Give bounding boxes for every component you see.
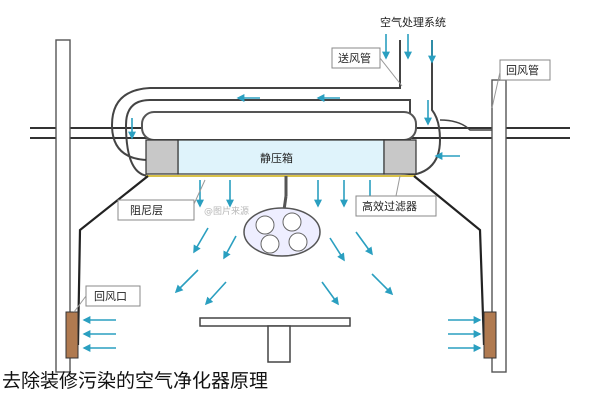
- operating-table: [199, 317, 351, 327]
- label-hepa: 高效过滤器: [362, 199, 417, 213]
- label-damping-box: [117, 199, 195, 221]
- surgical-lamp: [243, 207, 321, 257]
- arrow-low-2: [204, 281, 227, 306]
- arrow-diag-3: [329, 237, 345, 262]
- leader-supply: [379, 57, 403, 87]
- clean-room-enclosure: [76, 175, 486, 346]
- arrow-low-3: [321, 281, 339, 306]
- label-return-vent: 回风口: [94, 290, 127, 303]
- label-return-duct-box: [499, 59, 551, 81]
- arrow-diag-4: [355, 231, 373, 256]
- housing-top: [141, 111, 417, 141]
- label-damping: 阻尼层: [130, 204, 163, 217]
- lamp-bulb-1: [255, 215, 275, 235]
- label-system: 空气处理系统: [380, 15, 446, 29]
- return-vent-left: [65, 311, 79, 359]
- left-wall: [55, 39, 71, 373]
- table-stand: [267, 325, 291, 363]
- static-pressure-box: [177, 139, 385, 175]
- arrow-diag-2: [223, 235, 237, 260]
- return-vent-right: [483, 311, 497, 359]
- label-supply-duct: 送风管: [338, 51, 371, 65]
- leader-return-vent: [73, 295, 87, 313]
- leader-damping: [193, 179, 206, 205]
- right-wall: [491, 79, 507, 373]
- arrow-low-1: [174, 269, 199, 294]
- arrow-low-4: [371, 273, 394, 296]
- leader-return-duct: [491, 71, 501, 109]
- hepa-filter-left: [145, 139, 179, 175]
- caption: 去除装修污染的空气净化器原理: [2, 370, 269, 392]
- return-duct: [439, 119, 492, 131]
- lamp-bulb-4: [288, 232, 308, 252]
- label-static-box: 静压箱: [260, 151, 293, 165]
- label-return-duct: 回风管: [506, 63, 539, 77]
- lamp-bulb-3: [260, 234, 280, 254]
- leader-hepa: [395, 175, 401, 197]
- arrow-diag-1: [193, 227, 209, 254]
- lamp-bulb-2: [282, 212, 302, 232]
- hepa-filter-right: [383, 139, 417, 175]
- watermark: @图片来源: [204, 205, 249, 217]
